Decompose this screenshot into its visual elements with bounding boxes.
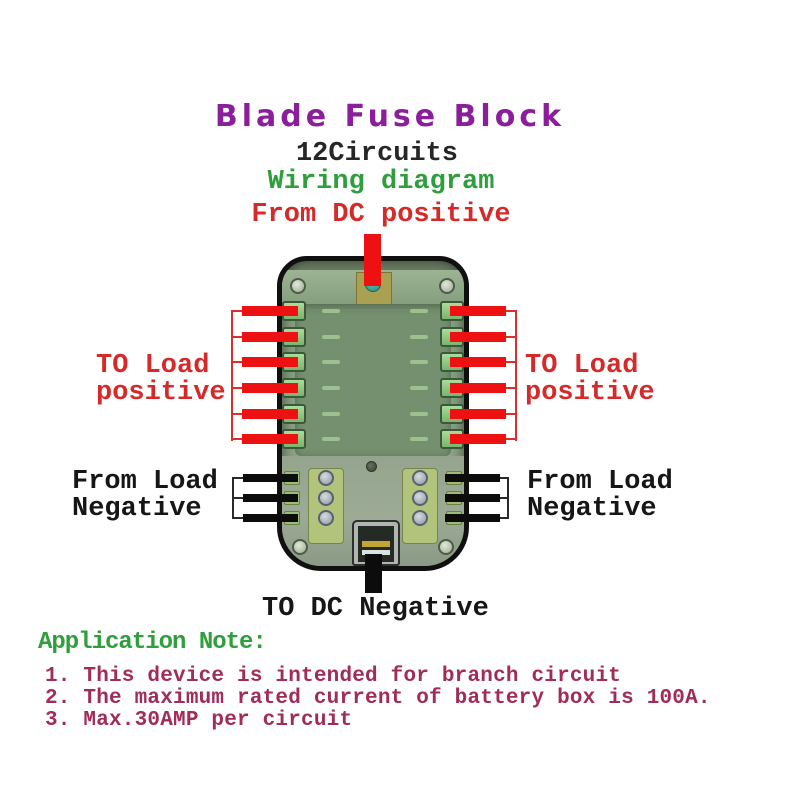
negative-wire [243, 514, 298, 522]
fuse-window [322, 386, 340, 390]
negative-wire [243, 474, 298, 482]
screw-icon [439, 278, 455, 294]
bracket-line [232, 477, 243, 479]
bracket-line [231, 387, 242, 389]
negative-wire [445, 474, 500, 482]
to-load-positive-label-right: TO Load positive [525, 353, 655, 407]
positive-wire [450, 383, 506, 393]
fuse-window [322, 412, 340, 416]
fuse-window [410, 412, 428, 416]
label-line: positive [525, 378, 655, 408]
application-note-item: 3. Max.30AMP per circuit [45, 709, 353, 732]
bracket-line [231, 310, 242, 312]
label-line: positive [96, 378, 226, 408]
bracket-line [506, 361, 515, 363]
bracket-line [500, 477, 508, 479]
positive-wire [450, 409, 506, 419]
screw-icon [292, 539, 308, 555]
terminal-screw-icon [318, 510, 334, 526]
positive-wire [242, 306, 298, 316]
from-dc-positive-label: From DC positive [251, 200, 511, 230]
bracket-line [231, 336, 242, 338]
screw-icon [290, 278, 306, 294]
positive-wire [450, 306, 506, 316]
terminal-screw-icon [412, 510, 428, 526]
terminal-screw-icon [412, 470, 428, 486]
bracket-line [232, 517, 243, 519]
positive-wire [450, 357, 506, 367]
positive-wire [242, 383, 298, 393]
connector-stripe-yellow [362, 541, 390, 547]
application-note-heading: Application Note: [38, 629, 267, 656]
diagram-type-label: Wiring diagram [267, 167, 495, 197]
bracket-line [506, 438, 515, 440]
from-load-negative-label-right: From Load Negative [527, 469, 673, 523]
fuse-panel [295, 304, 451, 456]
to-dc-negative-label: TO DC Negative [262, 594, 489, 624]
bracket-line [506, 413, 515, 415]
bracket-line [506, 336, 515, 338]
mounting-hole [366, 461, 377, 472]
connector-stripe-white [362, 550, 390, 555]
label-line: TO Load [96, 351, 210, 381]
label-line: From Load [527, 467, 673, 497]
terminal-screw-icon [318, 470, 334, 486]
terminal-screw-icon [318, 490, 334, 506]
fuse-window [322, 309, 340, 313]
to-load-positive-label-left: TO Load positive [96, 353, 226, 407]
dc-negative-wire [365, 554, 382, 593]
dc-positive-wire [364, 234, 381, 286]
application-note-item: 1. This device is intended for branch ci… [45, 665, 622, 688]
positive-wire [450, 332, 506, 342]
negative-wire [445, 514, 500, 522]
fuse-window [410, 335, 428, 339]
bracket-line [231, 361, 242, 363]
label-line: Negative [527, 494, 657, 524]
bracket-line [515, 310, 517, 441]
bracket-line [500, 517, 508, 519]
application-note-item: 2. The maximum rated current of battery … [45, 687, 711, 710]
bracket-line [507, 477, 509, 519]
bracket-line [231, 413, 242, 415]
bracket-line [231, 438, 242, 440]
label-line: TO Load [525, 351, 639, 381]
screw-icon [438, 539, 454, 555]
bracket-line [500, 497, 508, 499]
page-title: Blade Fuse Block [214, 99, 566, 134]
positive-wire [242, 434, 298, 444]
positive-wire [242, 332, 298, 342]
bracket-line [232, 497, 243, 499]
positive-wire [242, 357, 298, 367]
circuit-count-label: 12Circuits [295, 139, 459, 169]
bracket-line [506, 310, 515, 312]
negative-wire [243, 494, 298, 502]
fuse-window [322, 360, 340, 364]
label-line: Negative [72, 494, 202, 524]
negative-wire [445, 494, 500, 502]
fuse-window [410, 360, 428, 364]
fuse-window [410, 437, 428, 441]
positive-wire [450, 434, 506, 444]
fuse-window [410, 386, 428, 390]
bracket-line [231, 310, 233, 441]
bracket-line [506, 387, 515, 389]
fuse-window [322, 335, 340, 339]
fuse-block-device [277, 256, 469, 571]
fuse-window [410, 309, 428, 313]
fuse-window [322, 437, 340, 441]
positive-wire [242, 409, 298, 419]
terminal-screw-icon [412, 490, 428, 506]
label-line: From Load [72, 467, 218, 497]
from-load-negative-label-left: From Load Negative [72, 469, 218, 523]
bracket-line [232, 477, 234, 519]
